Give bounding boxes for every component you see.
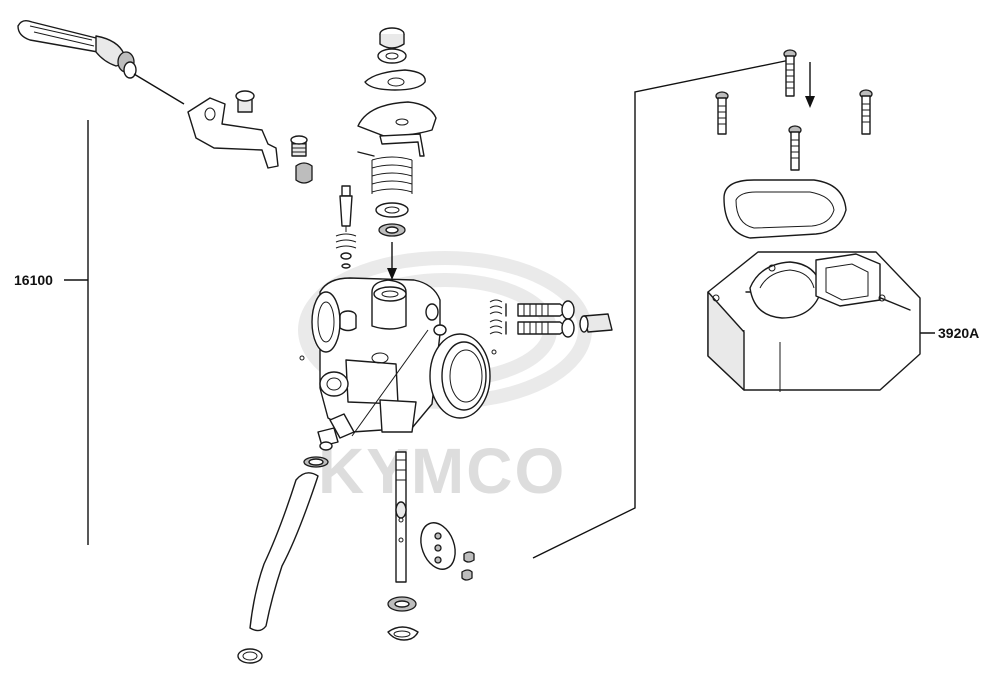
spring-seat-washers xyxy=(375,202,409,237)
throttle-plate xyxy=(364,69,426,91)
top-nut xyxy=(377,27,407,64)
throttle-disc xyxy=(420,522,456,570)
circlip xyxy=(387,626,419,641)
part-number-label: 3920A xyxy=(938,325,979,341)
screw-3 xyxy=(859,89,873,135)
callout-16100: 16100 xyxy=(14,120,89,545)
throttle-cam xyxy=(357,101,437,157)
throttle-cable xyxy=(17,19,185,105)
disc-screws xyxy=(461,551,475,581)
intake-flange xyxy=(429,333,497,419)
hose-clip xyxy=(237,648,263,664)
return-spring xyxy=(357,151,413,194)
screw-1 xyxy=(783,49,797,97)
cover-gasket xyxy=(723,179,847,239)
cable-bracket xyxy=(187,90,279,169)
screw-2 xyxy=(715,91,729,135)
throttle-shaft xyxy=(395,451,407,583)
cover-screws xyxy=(715,49,873,171)
screw-4 xyxy=(788,125,802,171)
plug-cap xyxy=(579,313,613,333)
arrow-head xyxy=(387,268,397,280)
mixture-screws xyxy=(489,299,575,338)
fuel-hose xyxy=(249,472,319,632)
hose-clamp xyxy=(303,456,329,468)
carburetor-body xyxy=(311,277,447,433)
shaft-seal xyxy=(387,596,417,612)
filter-housing xyxy=(707,251,921,392)
idle-needle xyxy=(335,185,357,269)
hidden-line xyxy=(351,329,429,437)
adjuster-screws xyxy=(290,135,313,184)
reference-dot xyxy=(299,355,305,361)
fuel-elbow xyxy=(317,413,355,451)
part-number-label: 16100 xyxy=(14,272,53,288)
arrow-head xyxy=(805,96,815,108)
right-bracket-line xyxy=(532,59,791,559)
watermark-text: KYMCO xyxy=(318,435,566,507)
